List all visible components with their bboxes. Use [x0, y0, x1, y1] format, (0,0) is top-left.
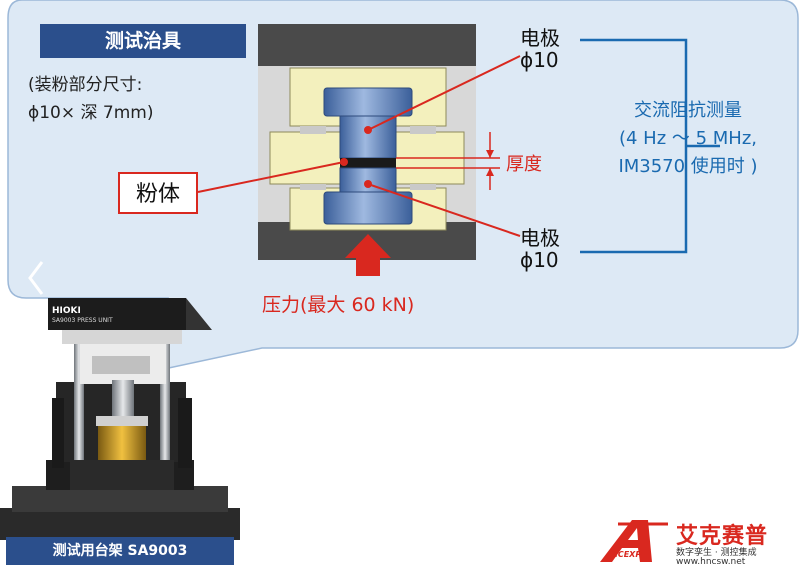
impedance-range: (4 Hz ～ 5 MHz, — [618, 128, 758, 149]
logo-text: 艾克赛普 — [676, 524, 769, 549]
logo-url: www.hncsw.net — [676, 557, 746, 567]
impedance-bracket — [580, 38, 720, 254]
fixture-cross-section — [258, 24, 476, 260]
top-electrode-size: ϕ10 — [520, 48, 559, 72]
fixture-title: 测试治具 — [40, 24, 246, 58]
impedance-title: 交流阻抗测量 — [634, 100, 742, 121]
press-machine — [0, 298, 240, 540]
bottom-electrode-label: 电极 — [520, 226, 560, 250]
top-electrode-label: 电极 — [520, 26, 560, 50]
pressure-arrow — [345, 234, 391, 276]
sample-size-note-line1: (装粉部分尺寸: — [28, 75, 143, 95]
powder-layer — [340, 158, 396, 168]
sample-size-note-line2: ϕ10× 深 7mm) — [28, 103, 154, 123]
top-electrode-leader — [367, 55, 521, 131]
powder-label: 粉体 — [118, 172, 198, 214]
logo-mark-text: ACCEXP — [606, 550, 642, 559]
bottom-electrode-size: ϕ10 — [520, 248, 559, 272]
pressure-label: 压力(最大 60 kN) — [262, 294, 415, 316]
chevron-left-icon — [28, 261, 44, 295]
impedance-instrument: IM3570 使用时 ) — [618, 156, 758, 177]
bottom-electrode-leader — [367, 183, 521, 237]
powder-leader — [197, 161, 345, 193]
press-brand: HIOKI — [52, 306, 81, 316]
press-caption: 测试用台架 SA9003 — [6, 537, 234, 565]
thickness-dimension — [396, 132, 500, 190]
logo-subtitle: 数字孪生 · 测控集成 — [676, 548, 757, 558]
logo-mark — [600, 520, 668, 562]
press-model: SA9003 PRESS UNIT — [52, 317, 113, 324]
thickness-label: 厚度 — [506, 154, 542, 175]
